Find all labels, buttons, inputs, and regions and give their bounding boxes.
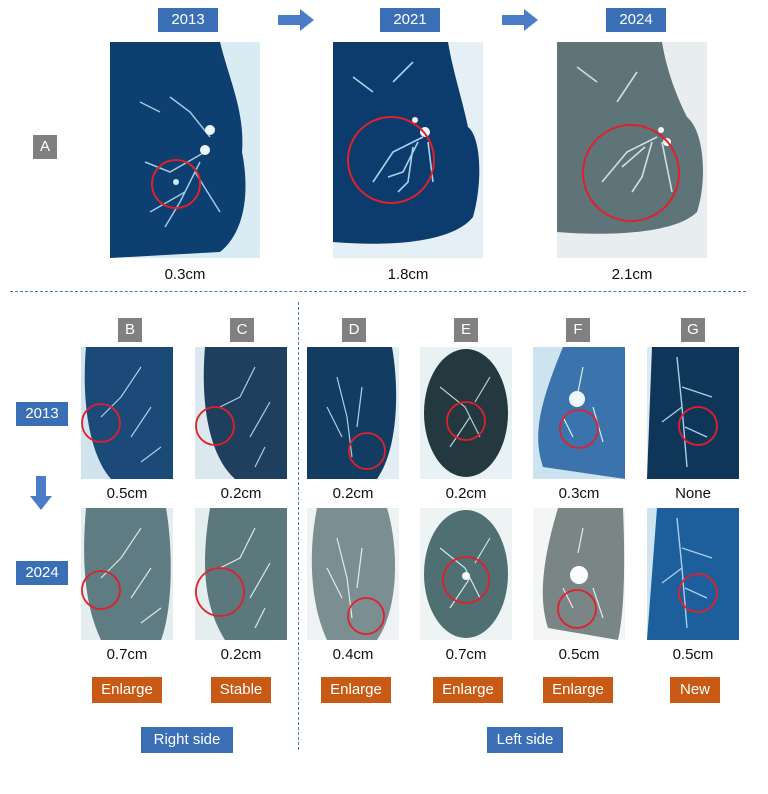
size-label-e-2024: 0.7cm <box>445 646 487 663</box>
nodule-circle <box>347 597 385 635</box>
nodule-circle <box>446 401 486 441</box>
nodule-circle <box>678 406 718 446</box>
size-label-b-2013: 0.5cm <box>106 485 148 502</box>
nodule-circle <box>151 159 201 209</box>
ct-scan-d-2024 <box>307 508 399 640</box>
panel-label-b: B <box>118 318 142 342</box>
right-arrow-icon <box>278 9 314 31</box>
panel-label-e: E <box>454 318 478 342</box>
nodule-circle <box>347 116 435 204</box>
ct-scan-b-2013 <box>81 347 173 479</box>
year-label-2024-a: 2024 <box>606 8 666 32</box>
ct-scan-e-2024 <box>420 508 512 640</box>
nodule-circle <box>678 573 718 613</box>
panel-label-c: C <box>230 318 254 342</box>
ct-scan-d-2013 <box>307 347 399 479</box>
year-label-2024-row: 2024 <box>16 561 68 585</box>
status-badge-d: Enlarge <box>321 677 391 703</box>
size-label-b-2024: 0.7cm <box>106 646 148 663</box>
status-badge-c: Stable <box>211 677 271 703</box>
year-label-2013-a: 2013 <box>158 8 218 32</box>
size-label-f-2013: 0.3cm <box>558 485 600 502</box>
ct-scan-c-2024 <box>195 508 287 640</box>
horizontal-divider <box>10 291 746 292</box>
nodule-circle <box>81 403 121 443</box>
size-label-d-2024: 0.4cm <box>332 646 374 663</box>
size-label-g-2024: 0.5cm <box>672 646 714 663</box>
ct-scan-b-2024 <box>81 508 173 640</box>
status-badge-b: Enlarge <box>92 677 162 703</box>
status-badge-e: Enlarge <box>433 677 503 703</box>
size-label-e-2013: 0.2cm <box>445 485 487 502</box>
ct-scan-2021-a <box>333 42 483 258</box>
size-label-c-2024: 0.2cm <box>220 646 262 663</box>
panel-label-d: D <box>342 318 366 342</box>
ct-scan-g-2013 <box>647 347 739 479</box>
size-label-2021-a: 1.8cm <box>387 266 429 283</box>
panel-label-g: G <box>681 318 705 342</box>
ct-scan-2013-a <box>110 42 260 258</box>
right-side-label: Right side <box>141 727 233 753</box>
size-label-c-2013: 0.2cm <box>220 485 262 502</box>
vertical-divider <box>298 302 299 750</box>
nodule-circle <box>559 409 599 449</box>
down-arrow-icon <box>30 476 52 510</box>
ct-scan-g-2024 <box>647 508 739 640</box>
nodule-circle <box>442 556 490 604</box>
right-arrow-icon <box>502 9 538 31</box>
ct-scan-e-2013 <box>420 347 512 479</box>
nodule-circle <box>195 567 245 617</box>
ct-scan-f-2013 <box>533 347 625 479</box>
ct-scan-c-2013 <box>195 347 287 479</box>
ct-scan-2024-a <box>557 42 707 258</box>
panel-label-f: F <box>566 318 590 342</box>
nodule-circle <box>195 406 235 446</box>
size-label-2024-a: 2.1cm <box>611 266 653 283</box>
size-label-f-2024: 0.5cm <box>558 646 600 663</box>
year-label-2021-a: 2021 <box>380 8 440 32</box>
status-badge-f: Enlarge <box>543 677 613 703</box>
nodule-circle <box>582 124 680 222</box>
left-side-label: Left side <box>487 727 563 753</box>
nodule-circle <box>81 570 121 610</box>
ct-scan-f-2024 <box>533 508 625 640</box>
size-label-g-2013: None <box>675 485 711 502</box>
status-badge-g: New <box>670 677 720 703</box>
nodule-circle <box>348 432 386 470</box>
panel-label-a: A <box>33 135 57 159</box>
nodule-circle <box>557 589 597 629</box>
size-label-2013-a: 0.3cm <box>164 266 206 283</box>
year-label-2013-row: 2013 <box>16 402 68 426</box>
size-label-d-2013: 0.2cm <box>332 485 374 502</box>
